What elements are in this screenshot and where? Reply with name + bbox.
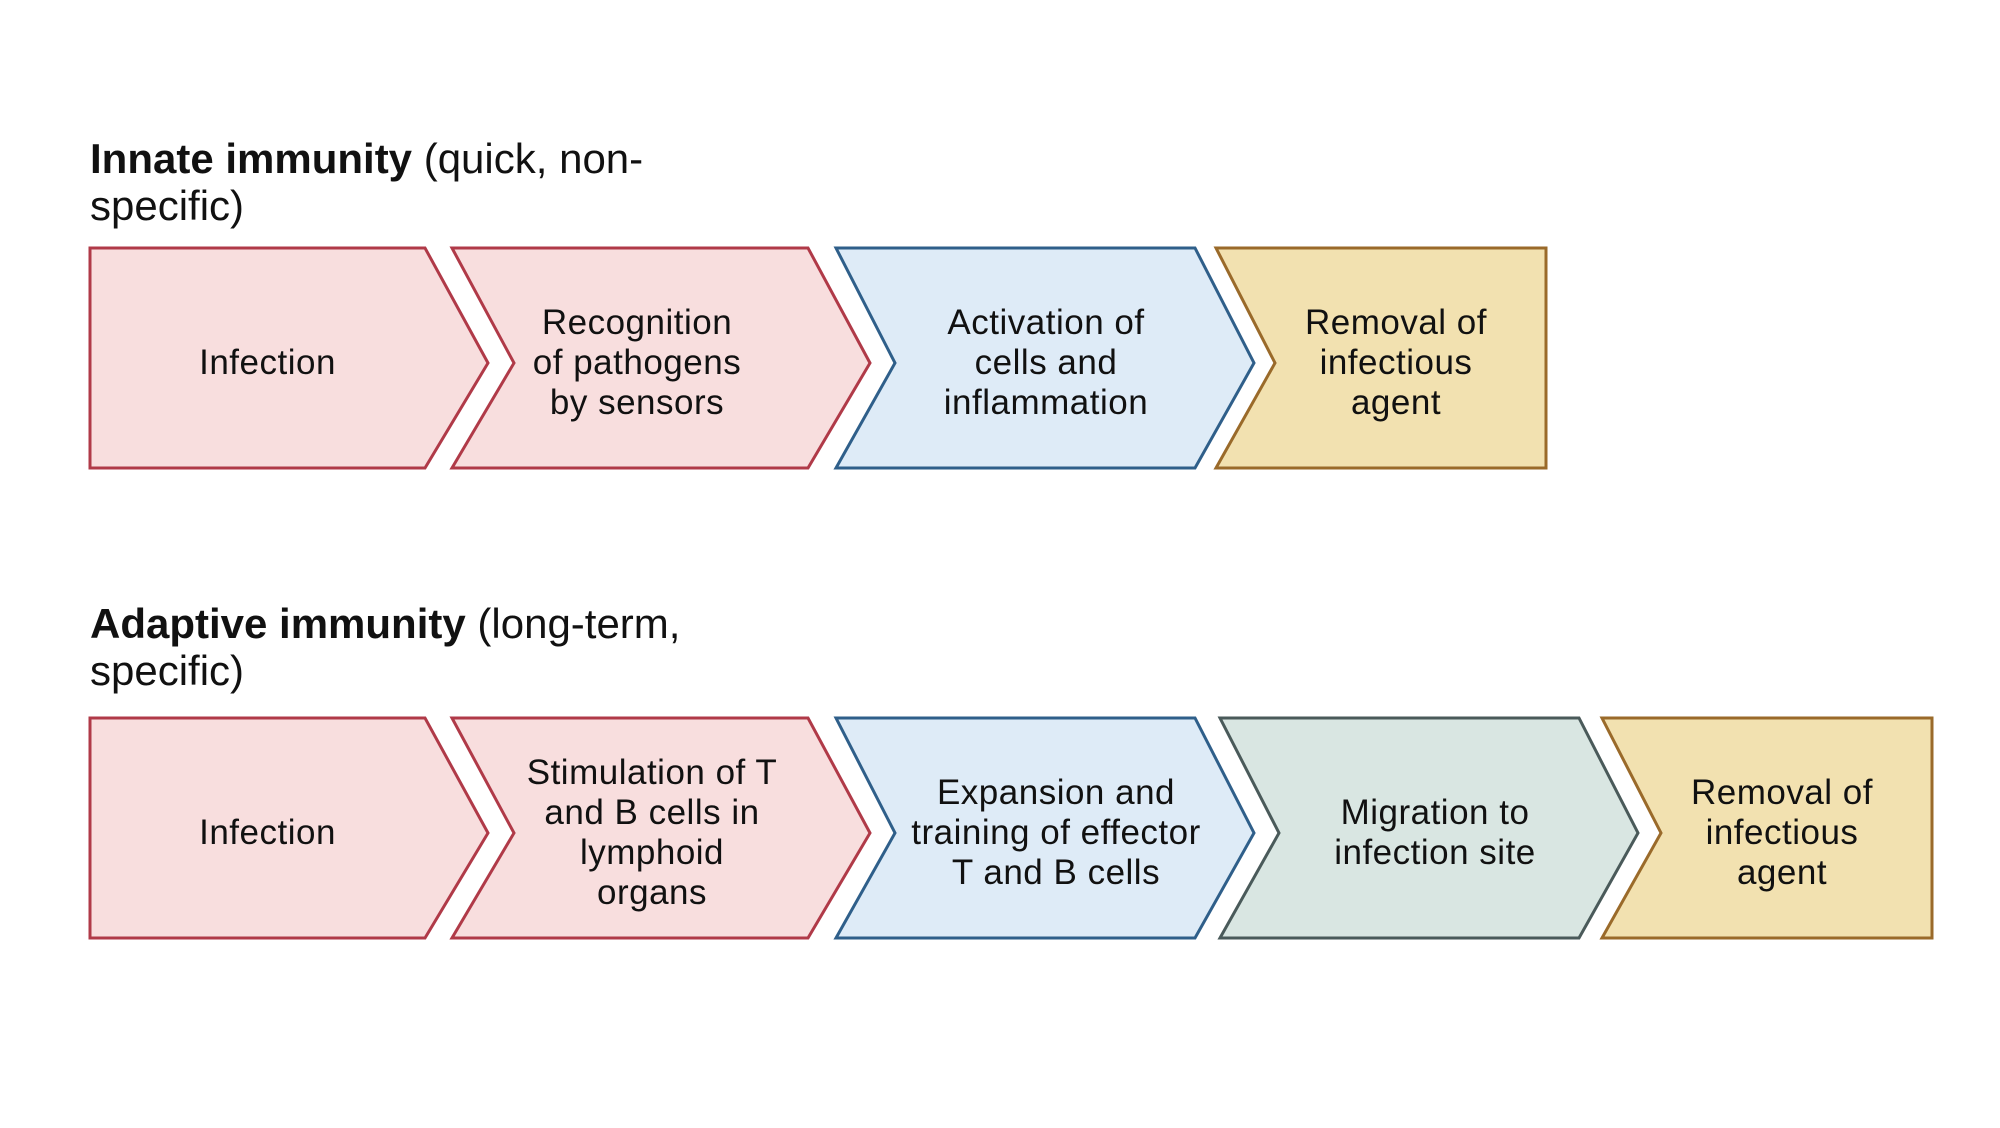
innate-step-4-label: Removal of infectious agent [1304,303,1488,422]
innate-step-infection: Infection [88,246,490,478]
innate-step-3-arrow-shape [833,246,1256,470]
adaptive-step-3-label: Expansion and training of effector T and… [911,773,1201,892]
innate-step-2-label: Recognition of pathogens by sensors [532,303,742,422]
adaptive-step-3-arrow-shape [833,716,1256,940]
adaptive-immunity-title: Adaptive immunity (long-term, specific) [90,600,710,694]
adaptive-step-5-arrow-shape [1599,716,1934,940]
adaptive-title-qualifier: (long-term, specific) [90,600,681,694]
adaptive-immunity-flow: Infection Stimulation of T and B cells i… [0,716,2000,948]
adaptive-step-migration: Migration to infection site [1217,716,1640,948]
adaptive-step-4-arrow-shape [1217,716,1640,940]
adaptive-step-2-arrow-shape [449,716,872,940]
adaptive-step-2-label: Stimulation of T and B cells in lymphoid… [526,753,778,912]
innate-step-2-arrow-shape [449,246,872,470]
innate-step-activation: Activation of cells and inflammation [833,246,1256,478]
adaptive-step-1-arrow-shape [88,716,490,940]
innate-step-removal: Removal of infectious agent [1213,246,1551,478]
adaptive-step-removal: Removal of infectious agent [1599,716,1937,948]
adaptive-step-5-label: Removal of infectious agent [1690,773,1874,892]
innate-step-recognition: Recognition of pathogens by sensors [449,246,872,478]
innate-title-qualifier: (quick, non-specific) [90,135,644,229]
innate-step-1-arrow-shape [88,246,490,470]
innate-title-bold: Innate immunity [90,135,413,182]
adaptive-step-infection: Infection [88,716,490,948]
innate-step-3-label: Activation of cells and inflammation [943,303,1149,422]
innate-immunity-flow: Infection Recognition of pathogens by se… [0,246,2000,478]
adaptive-step-4-label: Migration to infection site [1334,793,1536,872]
adaptive-title-bold: Adaptive immunity [90,600,466,647]
adaptive-step-stimulation: Stimulation of T and B cells in lymphoid… [449,716,872,948]
adaptive-step-expansion: Expansion and training of effector T and… [833,716,1256,948]
innate-step-1-label: Infection [199,343,336,382]
innate-immunity-title: Innate immunity (quick, non-specific) [90,135,710,229]
innate-step-4-arrow-shape [1213,246,1548,470]
adaptive-step-1-label: Infection [199,813,336,852]
